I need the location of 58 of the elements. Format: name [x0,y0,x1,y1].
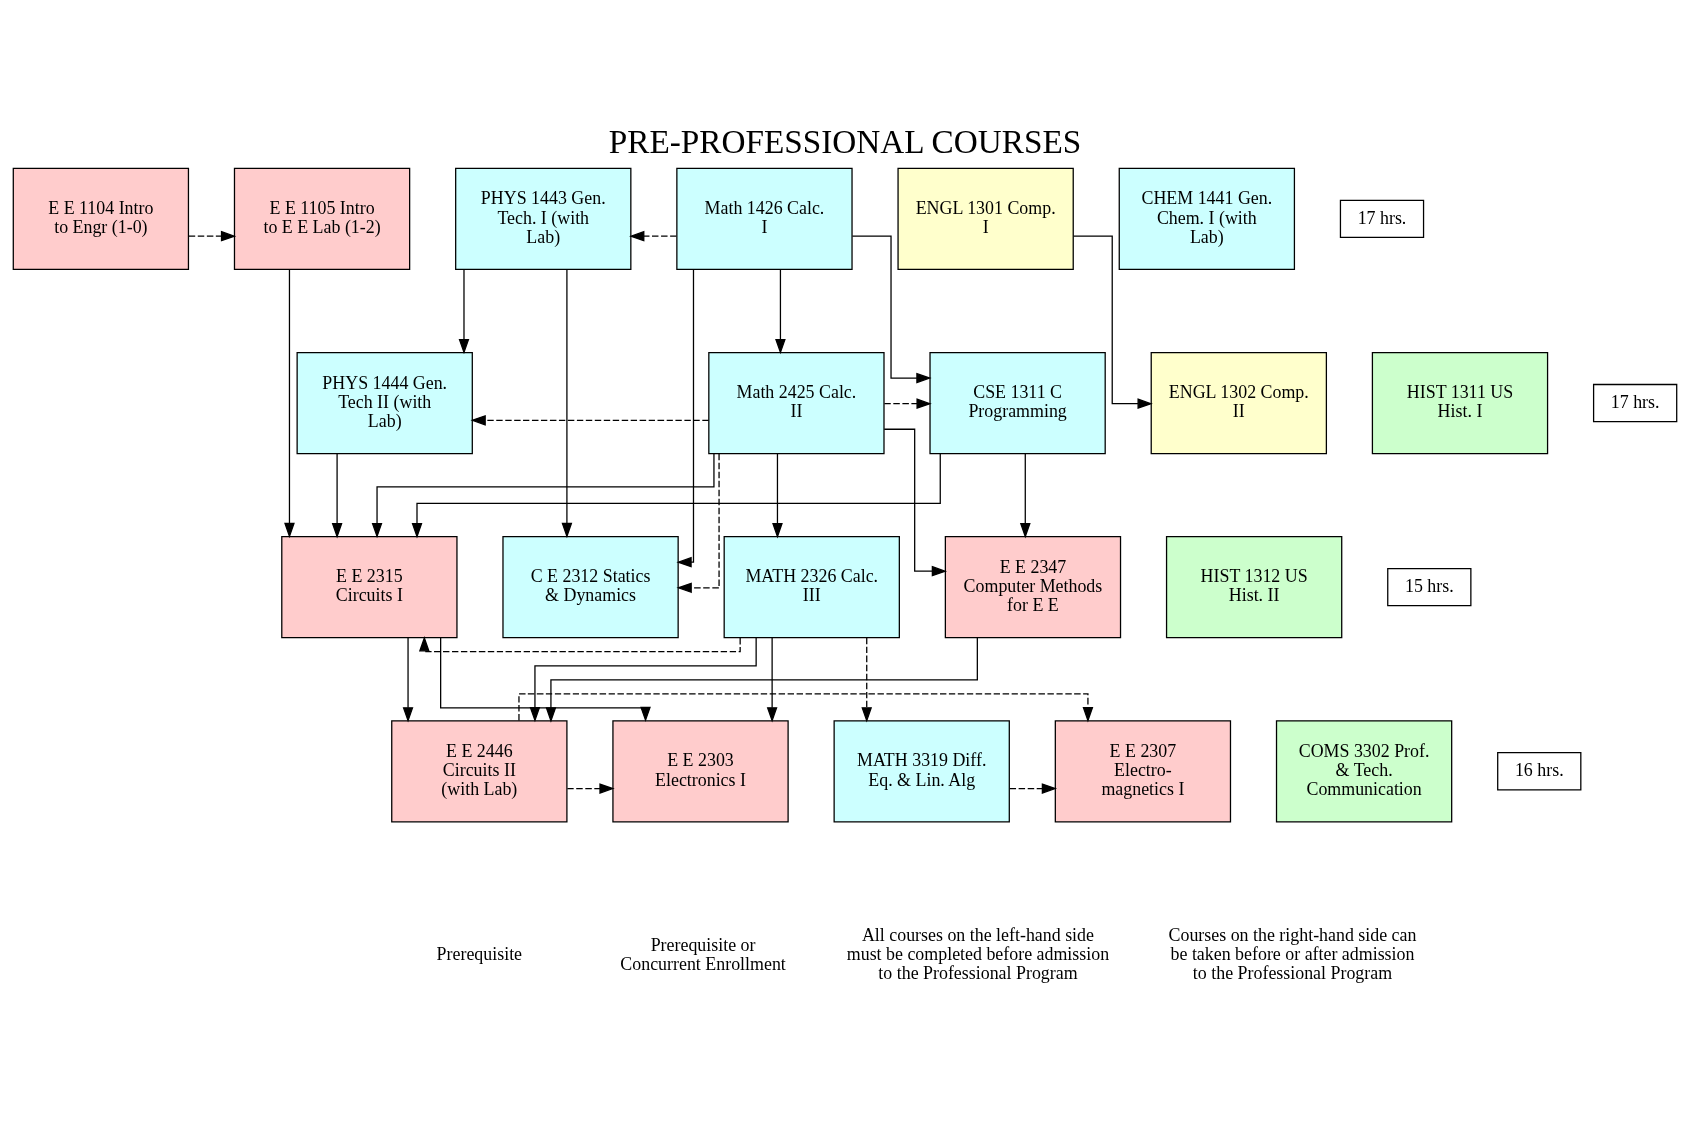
arrow [371,453,715,539]
legend-label: Prerequisite or Concurrent Enrollment [620,934,786,974]
node-box: PHYS 1444 Gen. Tech II (with Lab) [296,351,473,455]
label: Courses on the right-hand side can be taken before or after admission to the Professional Program [1168,924,1417,984]
node-box: E E 2347 Computer Methods for E E [944,536,1122,639]
arrow [883,398,932,410]
arrow [676,453,720,594]
node-box: HIST 1311 US Hist. I [1371,351,1549,455]
arrow [676,268,695,568]
arrow [331,453,343,539]
diagram-title: PRE-PROFESSIONAL COURSES [608,122,1082,160]
node-box: MATH 3319 Diff. Eq. & Lin. Alg [833,720,1010,823]
node-box: ENGL 1301 Comp. I [897,167,1074,271]
node-box: C E 2312 Statics & Dynamics [502,536,679,639]
node-box: 15 hrs. [1387,567,1472,607]
node-box: COMS 3302 Prof. & Tech. Communication [1275,720,1453,823]
node-box: 16 hrs. [1497,752,1582,791]
node-box: CSE 1311 C Programming [929,351,1106,455]
arrow [518,693,1094,723]
node-box: HIST 1312 US Hist. II [1165,536,1343,639]
arrow [1072,235,1153,410]
node-box: Math 2425 Calc. II [708,351,885,455]
label: All courses on the left-hand side must be completed before admission to the Professional Program [846,924,1110,984]
arrow [458,269,470,355]
arrow [775,269,786,355]
arrow [440,637,651,723]
arrow [402,637,414,723]
arrow [284,269,295,539]
node-box: MATH 2326 Calc. III [723,536,900,639]
arrow [566,783,615,794]
arrow [629,230,678,242]
arrow [470,414,710,426]
arrow [861,637,873,723]
node-box: E E 2446 Circuits II (with Lab) [391,720,568,823]
arrow [188,230,237,242]
arrow [883,428,948,577]
arrow [418,636,741,653]
node-box: Math 1426 Calc. I [676,167,853,271]
arrow [545,637,978,723]
node-box: ENGL 1302 Comp. II [1150,351,1328,455]
node-box: 17 hrs. [1592,383,1678,423]
arrow [766,637,778,723]
node-box: CHEM 1441 Gen. Chem. I (with Lab) [1118,167,1296,271]
arrow [561,269,573,539]
node-box: PHYS 1443 Gen. Tech. I (with Lab) [455,167,632,271]
arrow [411,453,941,539]
legend-label: Prerequisite [436,944,523,965]
arrow [1009,783,1058,794]
arrow [529,637,757,723]
node-box: 17 hrs. [1339,199,1425,239]
arrow [772,453,783,539]
node-box: E E 2315 Circuits I [281,536,458,639]
arrow [1019,453,1031,539]
arrow [851,235,932,384]
node-box: E E 1105 Intro to E E Lab (1-2) [233,167,411,271]
node-box: E E 1104 Intro to Engr (1-0) [12,167,190,271]
node-box: E E 2303 Electronics I [612,720,789,823]
node-box: E E 2307 Electro- magnetics I [1054,720,1232,823]
